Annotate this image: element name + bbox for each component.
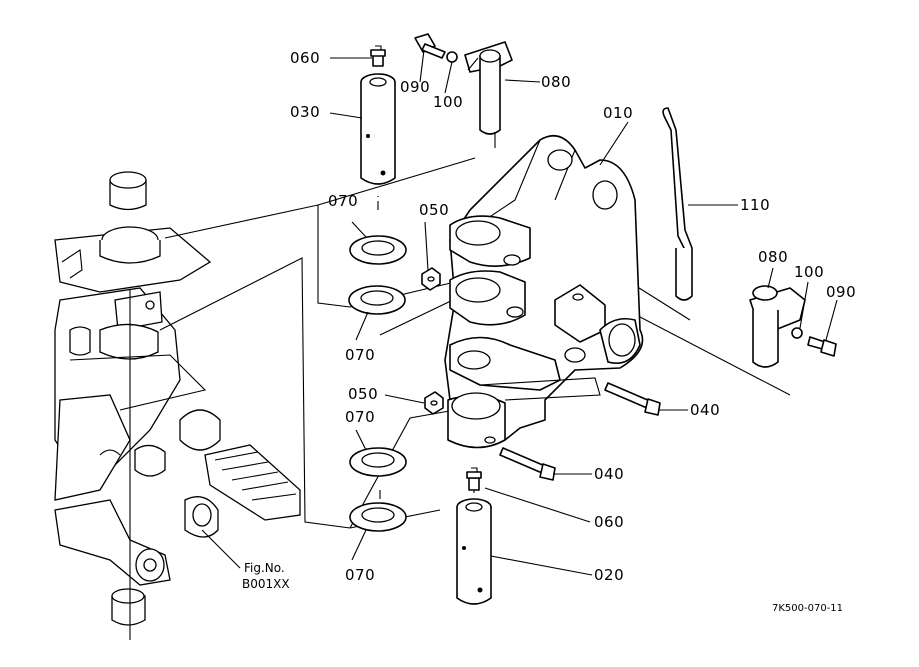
callout-070-4: 070 <box>345 566 376 584</box>
pin-020 <box>456 467 492 605</box>
callout-050-upper: 050 <box>419 201 450 219</box>
callout-070-2: 070 <box>345 346 376 364</box>
stop-pin-080-top <box>414 33 513 135</box>
drawing-code: 7K500-070-11 <box>772 603 844 614</box>
rod-110 <box>662 107 693 301</box>
fig-number-value: B001XX <box>242 577 290 591</box>
callout-030: 030 <box>290 103 321 121</box>
callout-010: 010 <box>603 104 634 122</box>
callout-110: 110 <box>740 196 771 214</box>
callout-100-top: 100 <box>433 93 464 111</box>
callout-080-right: 080 <box>758 248 789 266</box>
nuts-050 <box>421 267 444 415</box>
callout-060-top: 060 <box>290 49 321 67</box>
callout-070-1: 070 <box>328 192 359 210</box>
callout-040-lower: 040 <box>594 465 625 483</box>
callout-040-upper: 040 <box>690 401 721 419</box>
fig-number-label: Fig.No. <box>244 561 285 575</box>
bolts-040 <box>499 382 661 481</box>
reference-frame-assembly <box>54 171 301 640</box>
callout-090-right: 090 <box>826 283 857 301</box>
pin-030 <box>360 45 396 185</box>
swing-bracket-010 <box>444 134 644 449</box>
stop-pin-080-right <box>749 285 837 368</box>
callout-080-top: 080 <box>541 73 572 91</box>
callout-020: 020 <box>594 566 625 584</box>
callout-100-right: 100 <box>794 263 825 281</box>
callout-070-3: 070 <box>345 408 376 426</box>
callout-060-bottom: 060 <box>594 513 625 531</box>
callout-leaders <box>201 49 838 576</box>
callout-050-lower: 050 <box>348 385 379 403</box>
callout-090-top: 090 <box>400 78 431 96</box>
washers-070 <box>348 235 407 532</box>
